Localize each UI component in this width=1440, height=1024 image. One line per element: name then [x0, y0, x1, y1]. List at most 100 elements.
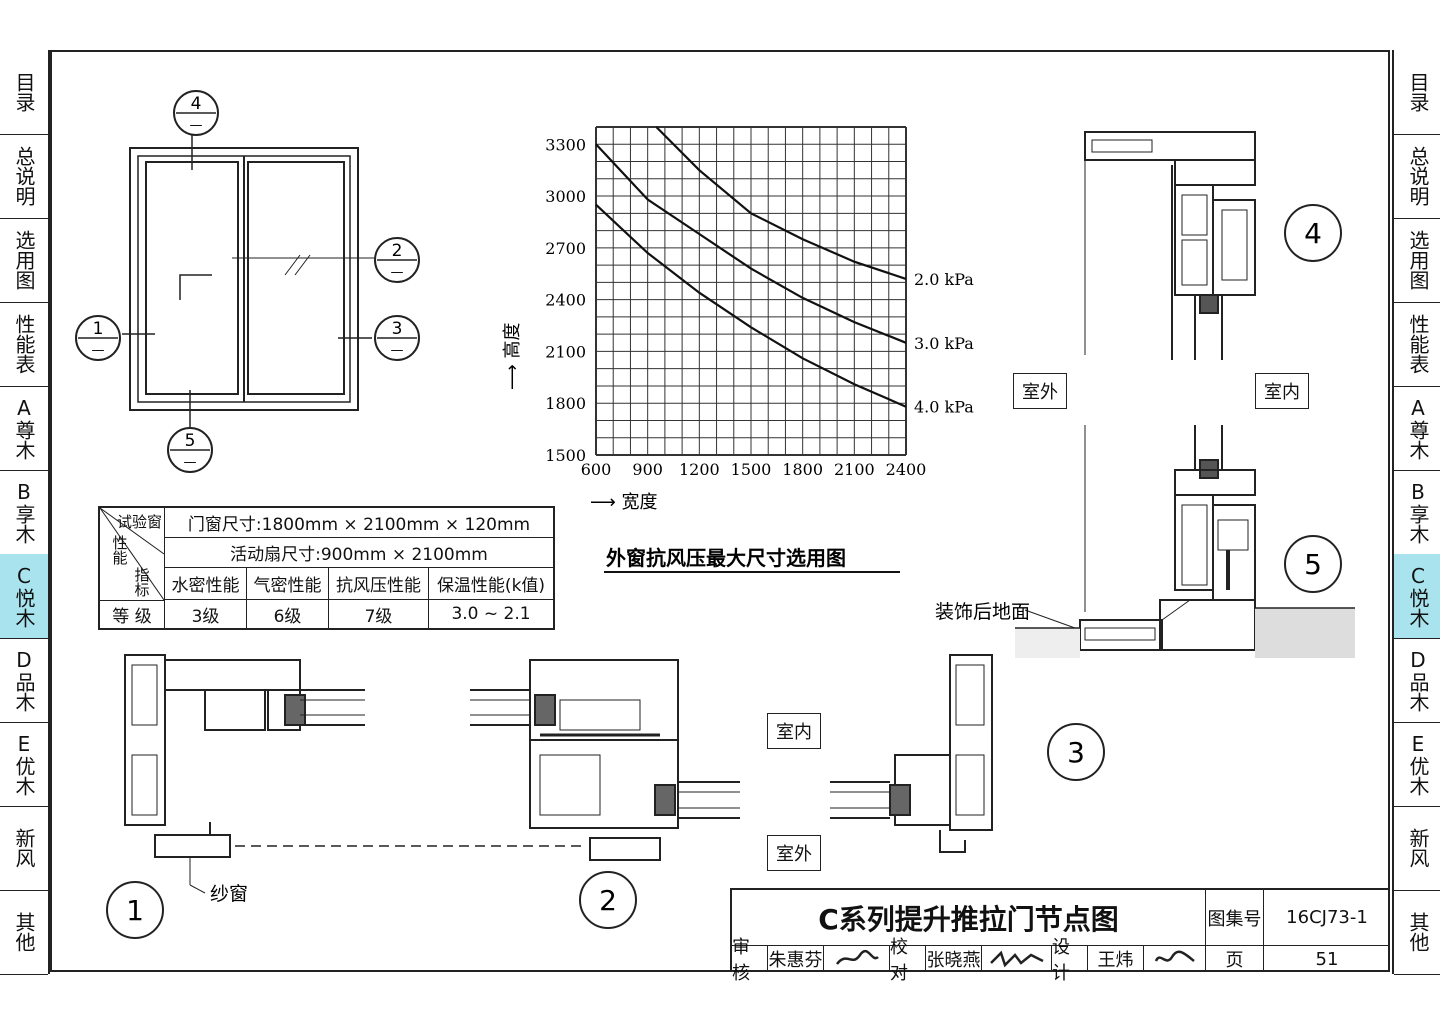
outdoor-label-bottom: 室外 — [767, 835, 821, 871]
right-tab-10[interactable]: 其他 — [1394, 890, 1440, 975]
detail-5-section — [1079, 425, 1256, 651]
perf-value-thermal: 3.0 ~ 2.1 — [428, 600, 553, 628]
door-elevation — [122, 130, 374, 430]
perf-grade-label: 等 级 — [100, 600, 164, 628]
section-marker-sub: — — [190, 118, 203, 133]
detail-number-1-text: 1 — [126, 894, 144, 927]
chart-ylabel: ⟶ 高度 — [502, 322, 523, 390]
section-marker-number: 3 — [392, 319, 403, 339]
left-tab-7[interactable]: D品木 — [0, 638, 48, 723]
diag-mid-label: 性能 — [110, 535, 129, 565]
right-tab-7[interactable]: D品木 — [1394, 638, 1440, 723]
detail-number-4-text: 4 — [1304, 217, 1322, 250]
checker-name: 张晓燕 — [926, 946, 982, 972]
detail-number-5 — [1284, 535, 1342, 593]
section-marker-sub: — — [391, 265, 404, 280]
chart-x-tick: 1800 — [782, 460, 823, 479]
floor-label: 装饰后地面 — [935, 601, 1030, 623]
right-tab-6[interactable]: C悦木 — [1394, 554, 1440, 639]
left-tab-6[interactable]: C悦木 — [0, 554, 48, 639]
detail-number-4 — [1284, 204, 1342, 262]
left-tab-9[interactable]: 新风 — [0, 806, 48, 891]
left-tab-3[interactable]: 性能表 — [0, 302, 48, 387]
section-marker-number: 5 — [185, 431, 196, 451]
diag-header-lines — [100, 508, 164, 600]
outdoor-label-top: 室外 — [1013, 373, 1067, 409]
right-tab-5[interactable]: B享木 — [1394, 470, 1440, 555]
perf-header-water: 水密性能 — [164, 568, 246, 600]
section-marker-sub: — — [391, 343, 404, 358]
detail-number-2-text: 2 — [599, 884, 617, 917]
chart-y-tick: 2100 — [545, 342, 586, 361]
chart-x-tick: 900 — [632, 460, 663, 479]
floor-leader — [1024, 609, 1076, 629]
designer-signature — [1144, 946, 1206, 972]
check-label: 校对 — [890, 937, 926, 984]
design-label: 设计 — [1052, 937, 1088, 984]
detail-number-3-text: 3 — [1067, 736, 1085, 769]
perf-value-water: 3级 — [164, 600, 246, 628]
perf-value-air: 6级 — [246, 600, 328, 628]
detail-number-1 — [106, 881, 164, 939]
section-marker-sub: — — [92, 343, 105, 358]
drawing-title: C系列提升推拉门节点图 — [732, 890, 1206, 946]
perf-value-wind: 7级 — [328, 600, 428, 628]
right-tab-2[interactable]: 选用图 — [1394, 218, 1440, 303]
right-tab-8[interactable]: E优木 — [1394, 722, 1440, 807]
left-tab-4[interactable]: A尊木 — [0, 386, 48, 471]
section-marker-number: 4 — [191, 94, 202, 114]
chart-title: 外窗抗风压最大尺寸选用图 — [606, 546, 846, 570]
detail-number-2 — [579, 871, 637, 929]
chart-y-tick: 2400 — [545, 291, 586, 310]
performance-table: 试验窗 性能 指标 门窗尺寸:1800mm × 2100mm × 120mm 活… — [98, 506, 555, 630]
page-number: 51 — [1315, 948, 1339, 970]
chart-x-tick: 2400 — [886, 460, 927, 479]
left-tab-0[interactable]: 目录 — [0, 50, 48, 135]
reviewer-name: 朱惠芬 — [768, 946, 824, 972]
right-tab-1[interactable]: 总说明 — [1394, 134, 1440, 219]
chart-series-line — [595, 203, 907, 408]
detail-number-5-text: 5 — [1304, 548, 1322, 581]
chart-series-label: 3.0 kPa — [914, 334, 974, 353]
chart-y-tick: 2700 — [545, 239, 586, 258]
perf-header-air: 气密性能 — [246, 568, 328, 600]
left-tab-2[interactable]: 选用图 — [0, 218, 48, 303]
section-marker-number: 1 — [93, 319, 104, 339]
right-tab-4[interactable]: A尊木 — [1394, 386, 1440, 471]
detail-3-section — [830, 654, 993, 853]
atlas-label: 图集号 — [1206, 890, 1264, 946]
right-tab-0[interactable]: 目录 — [1394, 50, 1440, 135]
title-block: C系列提升推拉门节点图 图集号 16CJ73-1 审核 朱惠芬 校对 张晓燕 设… — [730, 888, 1390, 984]
right-tab-3[interactable]: 性能表 — [1394, 302, 1440, 387]
chart-series-label: 2.0 kPa — [914, 270, 974, 289]
left-tab-8[interactable]: E优木 — [0, 722, 48, 807]
section-marker-number: 2 — [392, 241, 403, 261]
left-tab-5[interactable]: B享木 — [0, 470, 48, 555]
left-tab-1[interactable]: 总说明 — [0, 134, 48, 219]
detail-4-section — [1084, 131, 1256, 360]
atlas-number: 16CJ73-1 — [1264, 890, 1390, 946]
chart-series-label: 4.0 kPa — [914, 398, 974, 417]
left-tab-10[interactable]: 其他 — [0, 890, 48, 975]
chart-x-tick: 1200 — [679, 460, 720, 479]
detail-1-section — [124, 654, 365, 894]
chart-x-tick: 2100 — [834, 460, 875, 479]
section-markers: 4 — 2 — 1 — 3 — 5 — — [75, 90, 420, 473]
chart-series-line — [595, 143, 907, 344]
perf-row-door-size: 门窗尺寸:1800mm × 2100mm × 120mm — [164, 508, 553, 538]
chart-y-tick: 1500 — [545, 446, 586, 465]
perf-row-sash-size: 活动扇尺寸:900mm × 2100mm — [164, 538, 553, 568]
right-tab-9[interactable]: 新风 — [1394, 806, 1440, 891]
checker-signature — [982, 946, 1052, 972]
indoor-label-bottom: 室内 — [767, 713, 821, 749]
chart-x-tick: 600 — [581, 460, 612, 479]
detail-number-3 — [1047, 723, 1105, 781]
screen-label: 纱窗 — [210, 883, 248, 905]
section-marker-sub: — — [184, 455, 197, 470]
floor-section — [1015, 607, 1355, 658]
designer-name: 王炜 — [1088, 946, 1144, 972]
chart-series-line — [655, 126, 907, 280]
